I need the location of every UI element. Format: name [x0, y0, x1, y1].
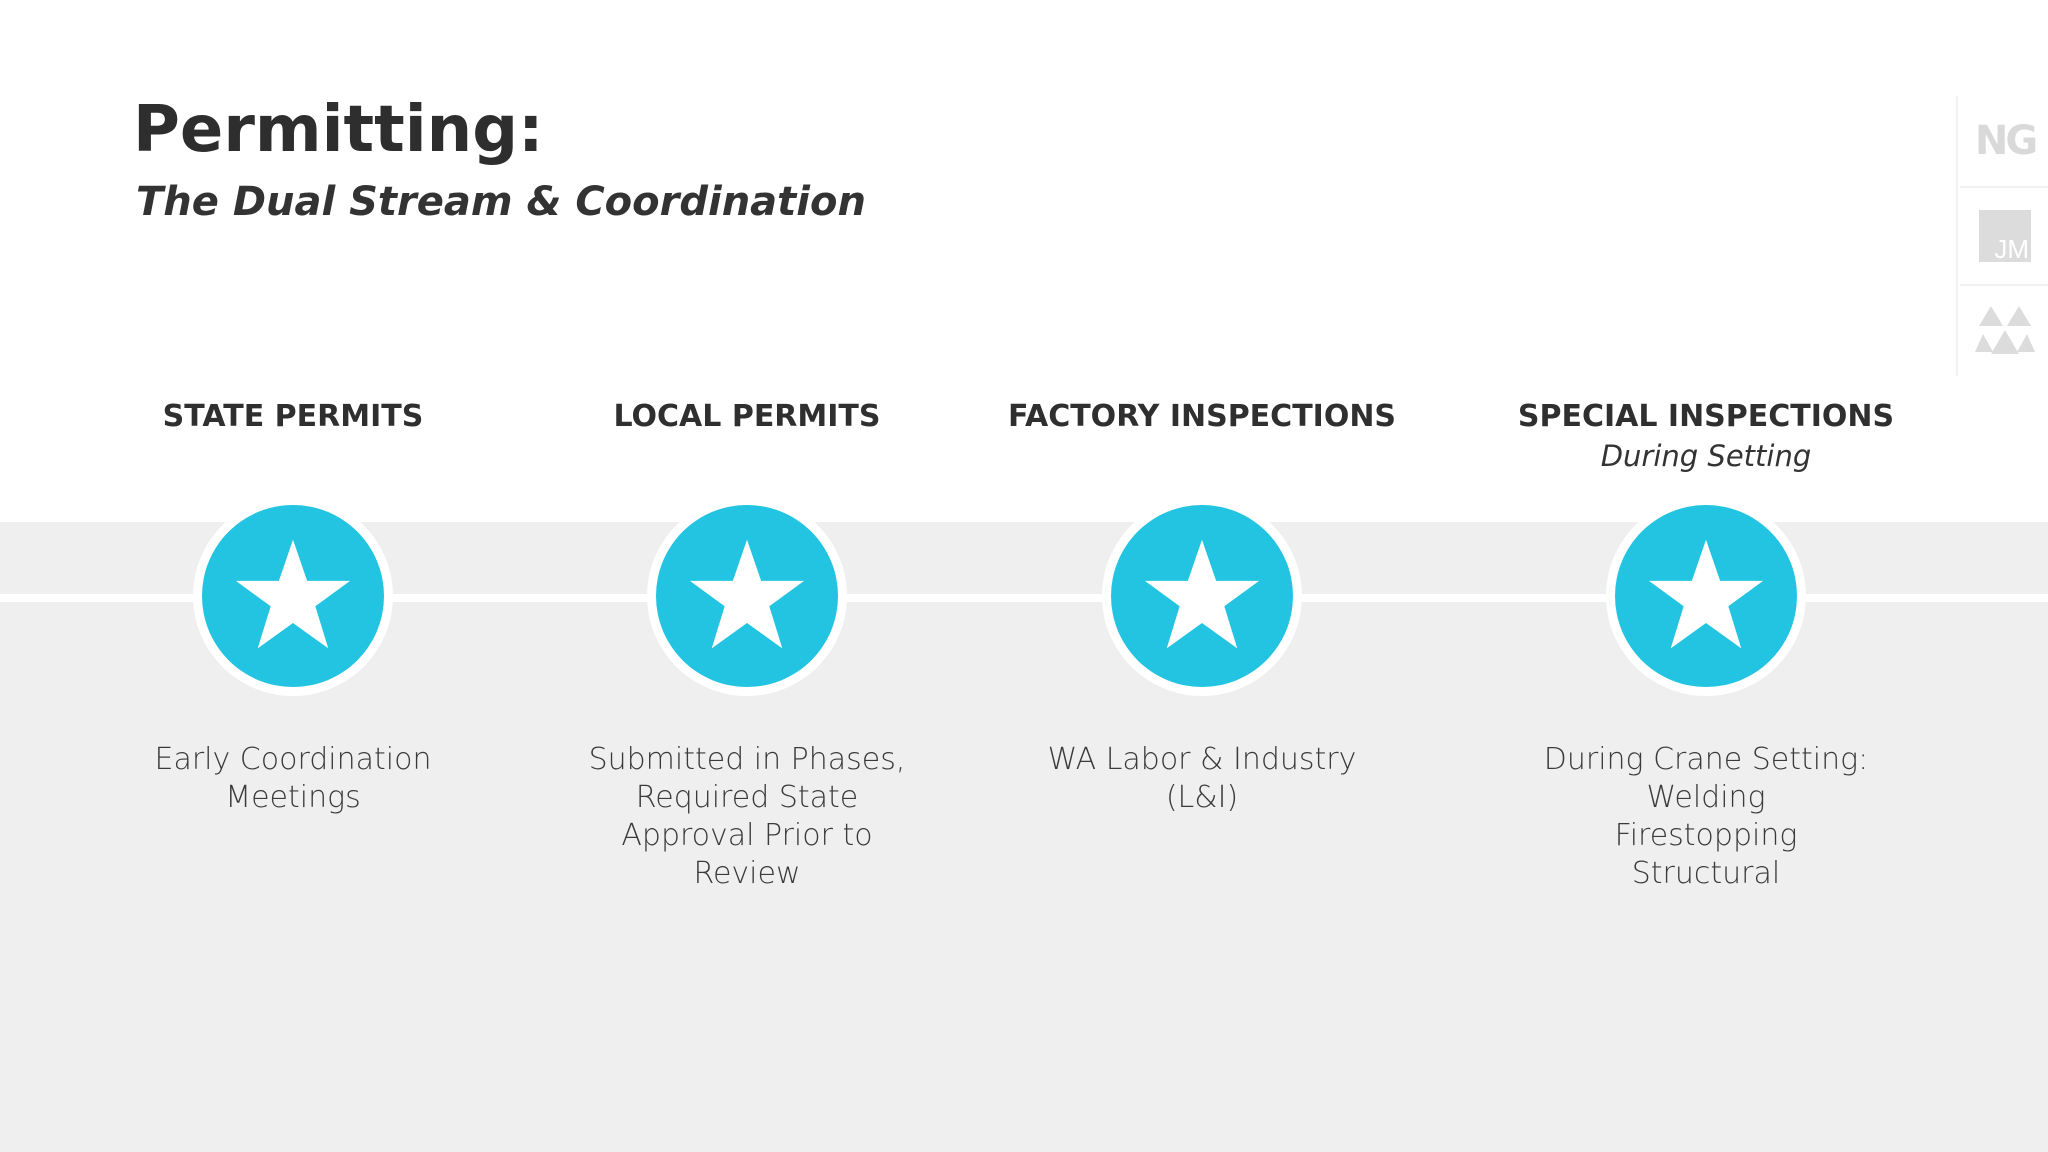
step-description-line: Meetings: [225, 780, 361, 815]
step-description-line: Approval Prior to: [621, 818, 873, 853]
step-description-line: Required State: [635, 780, 859, 815]
step-description-line: WA Labor & Industry: [1047, 742, 1357, 777]
step-marker: [647, 496, 847, 696]
step-description: Submitted in Phases, Required State Appr…: [517, 741, 977, 893]
step-description-line: Review: [693, 856, 801, 891]
timeline-step-local-permits: LOCAL PERMITS Submitted in Phases, Requi…: [517, 0, 977, 1152]
step-description: Early Coordination Meetings: [63, 741, 523, 817]
triangles-logo-icon: [1960, 286, 2048, 376]
jm-logo: JM: [1960, 186, 2048, 286]
step-marker: [1606, 496, 1806, 696]
step-description-line: Structural: [1631, 856, 1781, 891]
timeline-step-state-permits: STATE PERMITS Early Coordination Meeting…: [63, 0, 523, 1152]
slide-subtitle: The Dual Stream & Coordination: [136, 179, 866, 225]
step-heading: STATE PERMITS: [162, 399, 424, 434]
step-description-line: Welding: [1646, 780, 1766, 815]
step-subheading: During Setting: [1600, 439, 1812, 473]
partner-logos: NG JM: [1956, 96, 2048, 376]
star-icon: [1648, 539, 1764, 649]
step-description-line: During Crane Setting:: [1543, 742, 1869, 777]
timeline-step-special-inspections: SPECIAL INSPECTIONS During Setting Durin…: [1476, 0, 1936, 1152]
step-description-line: (L&I): [1165, 780, 1239, 815]
timeline-line: [0, 594, 2048, 602]
step-description: During Crane Setting: Welding Firestoppi…: [1476, 741, 1936, 893]
timeline-step-factory-inspections: FACTORY INSPECTIONS WA Labor & Industry …: [972, 0, 1432, 1152]
star-icon: [1144, 539, 1260, 649]
step-heading: LOCAL PERMITS: [613, 399, 881, 434]
star-icon: [235, 539, 351, 649]
step-heading: SPECIAL INSPECTIONS: [1517, 399, 1895, 434]
step-heading: FACTORY INSPECTIONS: [1007, 399, 1397, 434]
star-icon: [689, 539, 805, 649]
step-description-line: Submitted in Phases,: [588, 742, 906, 777]
jm-logo-mark: JM: [1979, 210, 2031, 262]
step-description: WA Labor & Industry (L&I): [972, 741, 1432, 817]
step-marker: [1102, 496, 1302, 696]
ng-logo: NG: [1974, 118, 2038, 164]
step-marker: [193, 496, 393, 696]
step-description-line: Early Coordination: [154, 742, 432, 777]
step-description-line: Firestopping: [1614, 818, 1798, 853]
slide-title: Permitting:: [133, 93, 544, 167]
